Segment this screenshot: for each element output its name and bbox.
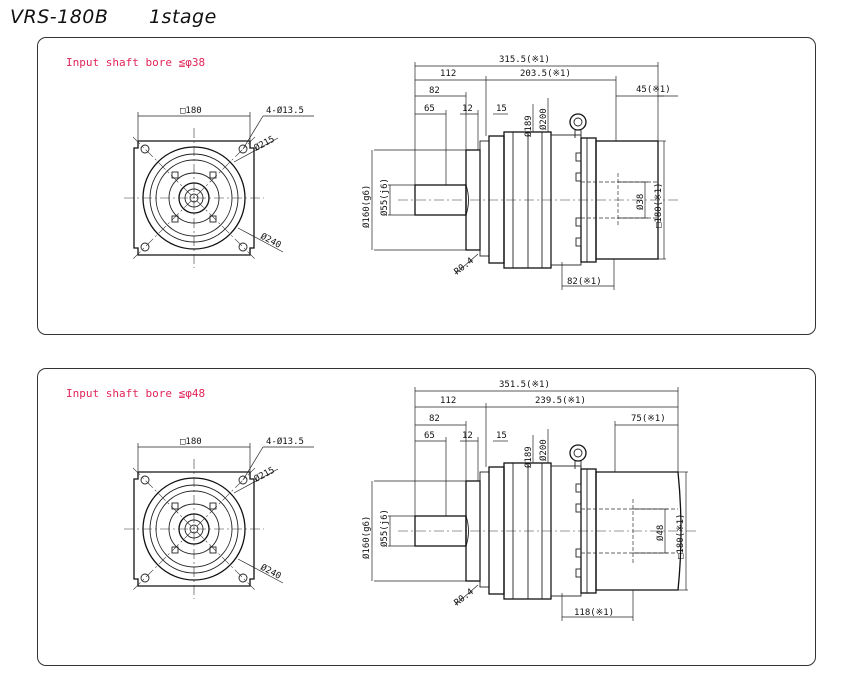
side-motor-dim: 75(※1) [631,414,666,424]
side-sq-dim: □180(※1) [676,514,686,559]
side-55-dim: Ø55(j6) [379,509,390,547]
side-bore-dim: Ø38 [635,194,646,210]
side-200-dim: Ø200 [538,439,549,461]
side-189-dim: Ø189 [523,115,534,137]
panel-2-drawing: □180 4-Ø13.5 Ø215 Ø240 [124,380,698,621]
front-view: □180 4-Ø13.5 Ø215 Ø240 [124,105,314,268]
side-bore-dim: Ø48 [655,525,666,541]
input-bore-label: Input shaft bore ≦φ48 [66,387,206,400]
side-right-dim: 239.5(※1) [535,396,586,406]
side-r-dim: R0.4 [453,587,476,608]
side-15-dim: 15 [496,431,507,441]
side-82-dim: 82 [429,86,440,96]
front-pcd-dim: Ø215 [252,134,276,154]
side-65-dim: 65 [424,431,435,441]
side-bottom-dim: 82(※1) [567,277,602,287]
side-left-dim: 112 [440,396,456,406]
side-total-dim: 315.5(※1) [499,55,550,65]
side-left-dim: 112 [440,69,456,79]
side-view: 315.5(※1) 112 203.5(※1) 45(※1) 82 65 12 … [361,55,678,290]
page-title: VRS-180B 1stage [10,6,217,28]
side-160-dim: Ø160(g6) [361,516,372,559]
front-view: □180 4-Ø13.5 Ø215 Ø240 [124,436,314,599]
front-square-dim: □180 [180,106,202,116]
front-outer-dim: Ø240 [259,231,283,251]
side-sq-dim: □180(※1) [654,183,664,228]
side-189-dim: Ø189 [523,446,534,468]
side-view: 351.5(※1) 112 239.5(※1) 75(※1) 82 65 12 … [361,380,698,621]
drawing-panel-1: Input shaft bore ≦φ38 [37,37,816,335]
side-motor-dim: 45(※1) [636,85,671,95]
side-r-dim: R0.4 [453,256,476,277]
front-holes-dim: 4-Ø13.5 [266,105,304,116]
front-square-dim: □180 [180,437,202,447]
front-holes-dim: 4-Ø13.5 [266,436,304,447]
drawing-panel-2: Input shaft bore ≦φ48 [37,368,816,666]
front-outer-dim: Ø240 [259,562,283,582]
input-bore-label: Input shaft bore ≦φ38 [66,56,206,69]
side-160-dim: Ø160(g6) [361,185,372,228]
side-right-dim: 203.5(※1) [520,69,571,79]
side-12-dim: 12 [462,104,473,114]
stage-label: 1stage [148,6,217,28]
side-82-dim: 82 [429,414,440,424]
side-200-dim: Ø200 [538,108,549,130]
front-pcd-dim: Ø215 [252,465,276,485]
side-bottom-dim: 118(※1) [574,608,614,618]
side-12-dim: 12 [462,431,473,441]
panel-1-drawing: □180 4-Ø13.5 Ø215 Ø240 [124,55,678,290]
side-55-dim: Ø55(j6) [379,178,390,216]
side-65-dim: 65 [424,104,435,114]
model-name: VRS-180B [10,6,109,28]
side-15-dim: 15 [496,104,507,114]
side-total-dim: 351.5(※1) [499,380,550,390]
